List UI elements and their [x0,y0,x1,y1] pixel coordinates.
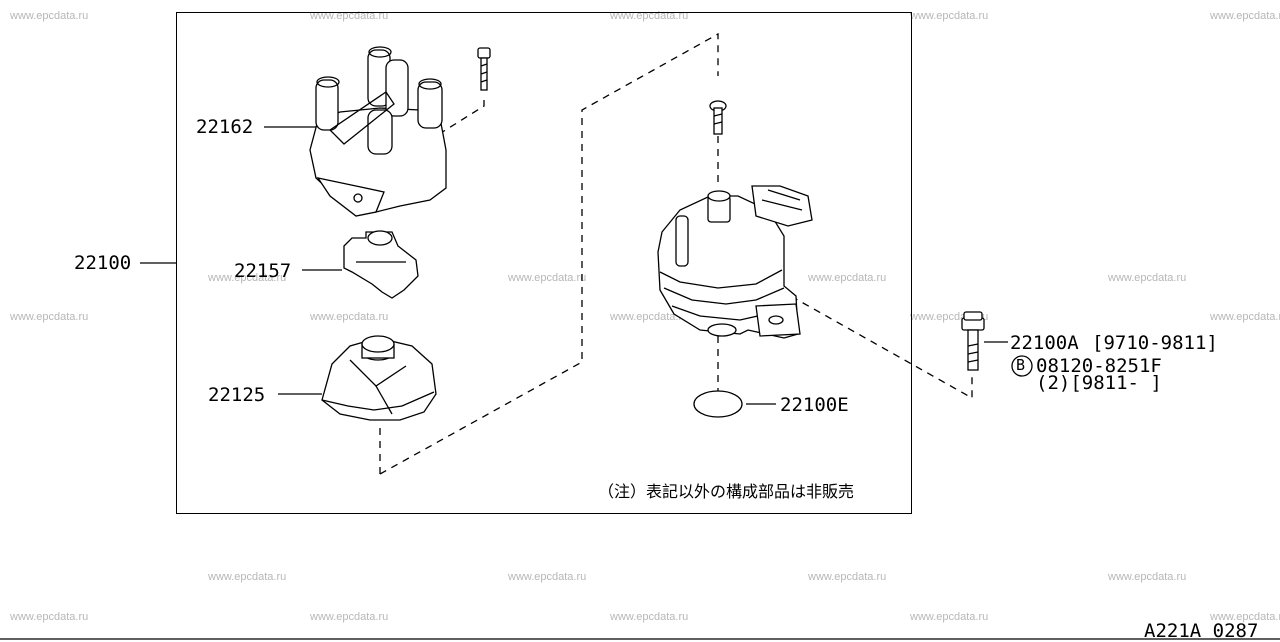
seal-cover [321,335,437,421]
watermark: www.epcdata.ru [508,272,587,284]
watermark: www.epcdata.ru [1210,311,1280,323]
label-rotor: 22157 [234,260,292,282]
watermark: www.epcdata.ru [10,611,89,623]
watermark: www.epcdata.ru [1108,571,1187,583]
mounting-bolt [961,311,985,371]
label-bolt-b-qty: (2)[9811- ] [1036,372,1162,394]
housing-screw [709,100,727,135]
label-bolt-b-circle: B [1016,356,1026,374]
label-seal-cover: 22125 [208,384,266,406]
watermark: www.epcdata.ru [1210,611,1280,623]
watermark: www.epcdata.ru [508,571,587,583]
watermark: www.epcdata.ru [310,311,389,323]
watermark: www.epcdata.ru [310,10,389,22]
label-oring: 22100E [780,394,849,416]
sales-note: （注）表記以外の構成部品は非販売 [598,482,855,501]
cap-screw [477,47,491,91]
watermark: www.epcdata.ru [208,571,287,583]
watermark: www.epcdata.ru [208,272,287,284]
watermark: www.epcdata.ru [808,272,887,284]
watermark: www.epcdata.ru [910,10,989,22]
watermark: www.epcdata.ru [808,571,887,583]
label-cap: 22162 [196,116,254,138]
dash-bolt [779,289,973,400]
diagram-code: A221A 0287 [1144,620,1259,642]
bolt-b-circle [1011,355,1033,377]
watermark: www.epcdata.ru [910,611,989,623]
label-bolt-a: 22100A [1010,332,1079,354]
assembly-frame [176,12,912,514]
watermark: www.epcdata.ru [10,10,89,22]
label-bolt-a-range: [9710-9811] [1092,332,1218,354]
o-ring [693,390,743,418]
watermark: www.epcdata.ru [1210,10,1280,22]
watermark: www.epcdata.ru [10,311,89,323]
watermark: www.epcdata.ru [1108,272,1187,284]
dash-main-path [379,32,719,475]
watermark: www.epcdata.ru [610,611,689,623]
watermark: www.epcdata.ru [310,611,389,623]
label-bolt-b: 08120-8251F [1036,355,1162,377]
distributor-housing [657,185,813,339]
label-assembly: 22100 [74,252,132,274]
distributor-cap [309,46,447,217]
rotor [343,230,419,299]
watermark: www.epcdata.ru [610,10,689,22]
watermark: www.epcdata.ru [610,311,689,323]
